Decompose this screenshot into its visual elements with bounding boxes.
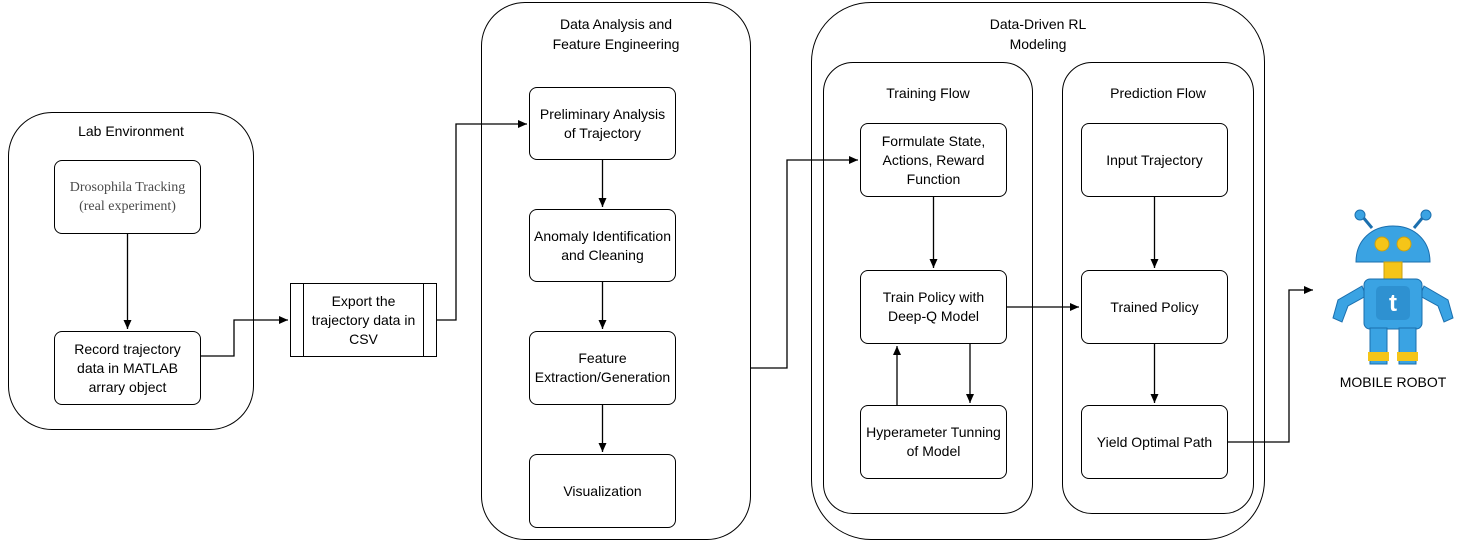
train-policy-label: Train Policy with Deep-Q Model	[882, 289, 985, 324]
drosophila-tracking-node: Drosophila Tracking (real experiment)	[54, 160, 201, 234]
arrow-analysis-to-formulate	[751, 156, 858, 369]
yield-optimal-path-node: Yield Optimal Path	[1081, 405, 1228, 479]
feature-extraction-node: Feature Extraction/Generation	[529, 331, 676, 405]
preliminary-analysis-label: Preliminary Analysis of Trajectory	[539, 105, 666, 141]
hyperparameter-tuning-node: Hyperameter Tunning of Model	[860, 405, 1007, 479]
prediction-flow-title: Prediction Flow	[1110, 85, 1206, 101]
data-analysis-title: Data Analysis and Feature Engineering	[552, 16, 680, 52]
training-flow-title: Training Flow	[886, 85, 970, 101]
export-csv-label: Export the trajectory data in CSV	[311, 292, 416, 347]
trained-policy-node: Trained Policy	[1081, 270, 1228, 344]
hyperparameter-tuning-label: Hyperameter Tunning of Model	[866, 424, 1001, 459]
trained-policy-label: Trained Policy	[1110, 298, 1199, 315]
preliminary-analysis-node: Preliminary Analysis of Trajectory	[529, 87, 676, 160]
formulate-state-node: Formulate State, Actions, Reward Functio…	[860, 123, 1007, 197]
robot-icon	[1332, 209, 1454, 365]
arrow-record-to-export	[201, 316, 288, 357]
drosophila-tracking-label: Drosophila Tracking (real experiment)	[69, 180, 186, 214]
anomaly-identification-label: Anomaly Identification and Cleaning	[534, 227, 671, 263]
svg-text:t: t	[1389, 290, 1397, 317]
mobile-robot-label: MOBILE ROBOT	[1339, 374, 1447, 390]
input-trajectory-node: Input Trajectory	[1081, 123, 1228, 197]
rl-modeling-title: Data-Driven RL Modeling	[989, 16, 1087, 52]
formulate-state-label: Formulate State, Actions, Reward Functio…	[881, 132, 986, 187]
export-csv-node: Export the trajectory data in CSV	[290, 283, 437, 357]
feature-extraction-label: Feature Extraction/Generation	[534, 350, 671, 385]
record-trajectory-node: Record trajectory data in MATLAB arrary …	[54, 331, 201, 405]
twitter-bird-icon: t	[1376, 286, 1410, 320]
arrow-export-to-preliminary	[437, 120, 527, 321]
arrow-yield-to-robot	[1228, 286, 1313, 443]
yield-optimal-path-label: Yield Optimal Path	[1096, 433, 1213, 450]
anomaly-identification-node: Anomaly Identification and Cleaning	[529, 209, 676, 282]
visualization-node: Visualization	[529, 454, 676, 528]
visualization-label: Visualization	[563, 482, 642, 499]
record-trajectory-label: Record trajectory data in MATLAB arrary …	[74, 340, 181, 395]
input-trajectory-label: Input Trajectory	[1106, 151, 1203, 168]
lab-environment-title: Lab Environment	[78, 123, 184, 139]
train-policy-node: Train Policy with Deep-Q Model	[860, 270, 1007, 344]
